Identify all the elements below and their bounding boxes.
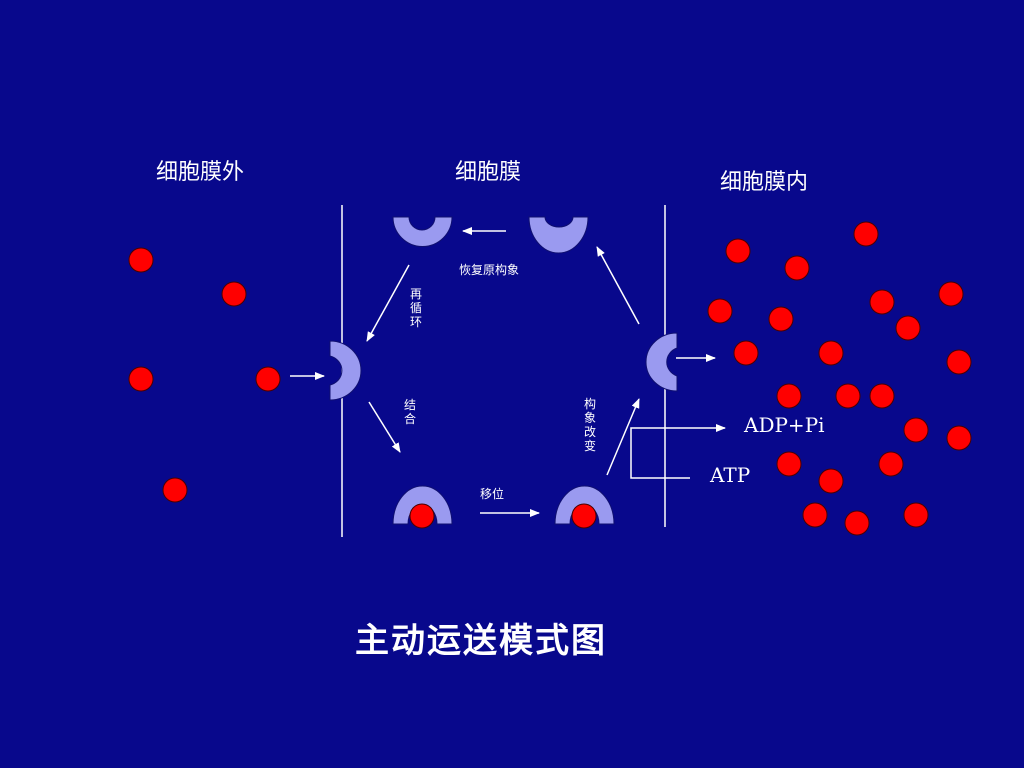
ion-outside [162, 477, 188, 503]
atp-bracket [630, 424, 726, 479]
carrier-right-open [645, 332, 678, 392]
arrow-conform [606, 398, 640, 476]
carrier-top-right [528, 216, 589, 254]
ion-inside [802, 502, 828, 528]
ion-outside [128, 247, 154, 273]
ion-inside [844, 510, 870, 536]
carrier-top-left [392, 216, 453, 247]
ion-inside [725, 238, 751, 264]
label-bind: 结合 [403, 398, 416, 426]
ion-inside [818, 340, 844, 366]
ion-bound [571, 503, 597, 529]
label-outside: 细胞膜外 [156, 160, 245, 185]
diagram-title: 主动运送模式图 [355, 621, 607, 661]
ion-outside [255, 366, 281, 392]
ion-inside [903, 502, 929, 528]
label-translocate: 移位 [480, 487, 505, 501]
ion-inside [903, 417, 929, 443]
arrow-recycle [366, 264, 410, 342]
ion-inside [895, 315, 921, 341]
ion-inside [784, 255, 810, 281]
label-restore: 恢复原构象 [459, 263, 520, 277]
ion-outside [128, 366, 154, 392]
label-recycle: 再循环 [409, 287, 422, 329]
ion-inside [768, 306, 794, 332]
label-membrane: 细胞膜 [455, 160, 522, 185]
ion-inside [733, 340, 759, 366]
carrier-left-open [329, 340, 362, 401]
ion-inside [776, 451, 802, 477]
ion-inside [853, 221, 879, 247]
arrow-bind [368, 401, 401, 453]
ion-inside [835, 383, 861, 409]
ion-inside [869, 383, 895, 409]
ion-inside [878, 451, 904, 477]
ion-inside [776, 383, 802, 409]
arrow-release-up [596, 246, 640, 325]
label-inside: 细胞膜内 [720, 170, 809, 195]
ion-inside [707, 298, 733, 324]
ion-bound [409, 503, 435, 529]
ion-inside [938, 281, 964, 307]
label-conform: 构象改变 [583, 397, 596, 453]
ion-inside [869, 289, 895, 315]
ion-inside [818, 468, 844, 494]
ion-inside [946, 349, 972, 375]
label-atp: ATP [710, 463, 751, 487]
ion-inside [946, 425, 972, 451]
ion-outside [221, 281, 247, 307]
label-adp: ADP+Pi [744, 413, 825, 437]
